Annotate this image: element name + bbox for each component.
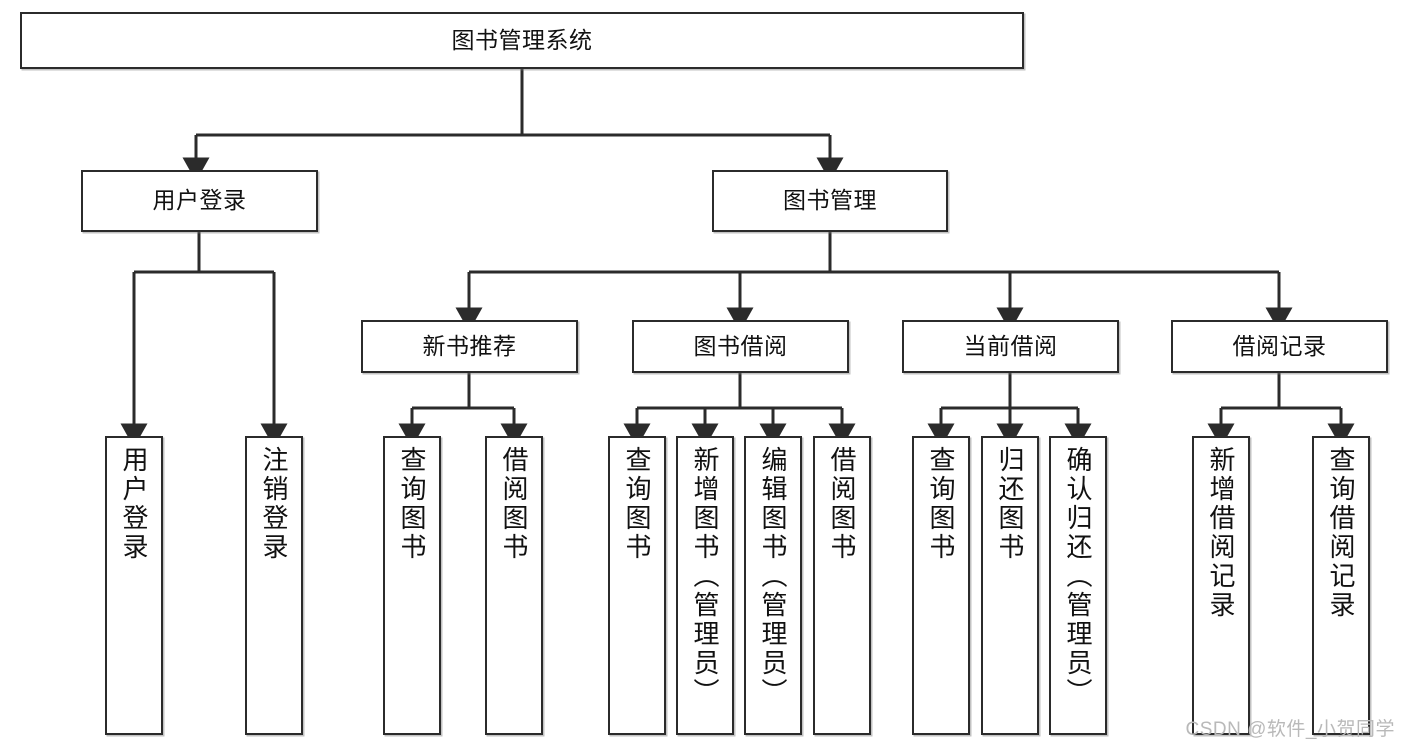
leaf-query-borrow-record[interactable]: 查询借阅记录: [1312, 436, 1370, 735]
leaf-query-book-newbook[interactable]: 查询图书: [383, 436, 441, 735]
node-book-borrow[interactable]: 图书借阅: [632, 320, 849, 373]
node-label: 查询借阅记录: [1326, 446, 1356, 620]
leaf-logout[interactable]: 注销登录: [245, 436, 303, 735]
node-label: 图书管理系统: [451, 26, 593, 53]
node-label: 图书借阅: [693, 332, 788, 359]
node-label: 用户登录: [152, 187, 247, 214]
leaf-return-book[interactable]: 归还图书: [981, 436, 1039, 735]
watermark-text: CSDN @软件_小贺同学: [1185, 719, 1395, 740]
node-label: 图书管理: [783, 187, 877, 214]
node-label: 新书推荐: [422, 332, 517, 359]
node-label: 注销登录: [259, 446, 289, 562]
node-label: 新增借阅记录: [1206, 446, 1236, 620]
node-borrow-record[interactable]: 借阅记录: [1171, 320, 1388, 373]
node-label: 借阅图书: [499, 446, 529, 562]
node-label: 确认归还（管理员）: [1063, 446, 1093, 707]
leaf-query-book-current[interactable]: 查询图书: [912, 436, 970, 735]
node-label: 查询图书: [397, 446, 427, 562]
leaf-add-book-admin[interactable]: 新增图书（管理员）: [676, 436, 734, 735]
node-label: 查询图书: [926, 446, 956, 562]
node-label: 用户登录: [119, 446, 149, 562]
leaf-borrow-book-newbook[interactable]: 借阅图书: [485, 436, 543, 735]
node-label: 编辑图书（管理员）: [758, 446, 788, 707]
leaf-borrow-book[interactable]: 借阅图书: [813, 436, 871, 735]
node-label: 借阅图书: [827, 446, 857, 562]
leaf-confirm-return-admin[interactable]: 确认归还（管理员）: [1049, 436, 1107, 735]
node-label: 新增图书（管理员）: [690, 446, 720, 707]
node-user-login[interactable]: 用户登录: [81, 170, 318, 232]
leaf-edit-book-admin[interactable]: 编辑图书（管理员）: [744, 436, 802, 735]
leaf-user-login[interactable]: 用户登录: [105, 436, 163, 735]
node-label: 当前借阅: [963, 332, 1058, 359]
node-new-book-recommend[interactable]: 新书推荐: [361, 320, 578, 373]
node-label: 借阅记录: [1232, 332, 1327, 359]
node-root-system[interactable]: 图书管理系统: [20, 12, 1024, 69]
node-label: 归还图书: [995, 446, 1025, 562]
leaf-query-book-borrow[interactable]: 查询图书: [608, 436, 666, 735]
node-book-management[interactable]: 图书管理: [712, 170, 948, 232]
node-current-borrow[interactable]: 当前借阅: [902, 320, 1119, 373]
leaf-add-borrow-record[interactable]: 新增借阅记录: [1192, 436, 1250, 735]
node-label: 查询图书: [622, 446, 652, 562]
